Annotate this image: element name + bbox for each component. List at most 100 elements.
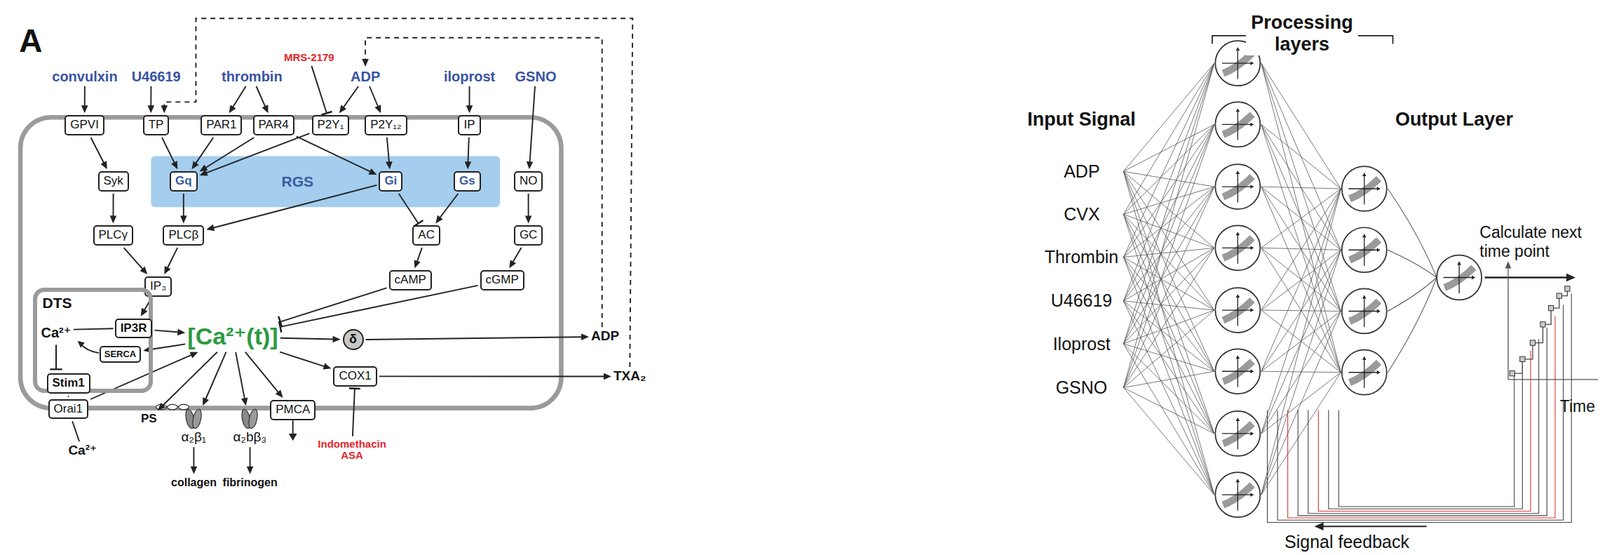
arrow-head (466, 105, 474, 113)
node-text: cAMP (394, 272, 427, 287)
connector (68, 395, 70, 397)
stroke (1237, 171, 1239, 203)
arrow-head (147, 105, 155, 113)
connector (166, 247, 178, 269)
connector (84, 86, 86, 107)
neuron-icon (1215, 164, 1260, 209)
connector (205, 351, 227, 400)
stroke (1387, 277, 1437, 373)
connector (512, 247, 522, 263)
node-text: PLCγ (98, 227, 129, 242)
output-note: Calculate next time point (1479, 222, 1596, 261)
connector (150, 86, 152, 107)
protein-box: Stim1 (46, 373, 91, 394)
stroke (1261, 186, 1342, 373)
node-text: Gq (175, 173, 193, 188)
stroke (1123, 63, 1215, 257)
connector (379, 375, 606, 377)
ligand-label: GSNO (515, 68, 557, 85)
stroke (1556, 293, 1562, 298)
arrow-head (525, 215, 533, 223)
stroke (1123, 124, 1215, 257)
node-text: Ca²⁺ (68, 442, 97, 458)
node-text: SERCA (104, 348, 137, 359)
ligand-label: thrombin (221, 68, 283, 85)
arrow-head (526, 161, 534, 169)
stroke (1261, 63, 1342, 373)
integrin-symbol (237, 407, 262, 430)
inhibition-bar (349, 387, 361, 390)
connector (256, 86, 266, 108)
connector (112, 193, 115, 217)
connector (352, 388, 355, 437)
output-label: Ca²⁺ (68, 443, 97, 458)
input-name: U46619 (1051, 290, 1113, 311)
node-text: TP (148, 117, 165, 132)
stroke (1123, 63, 1215, 214)
node-text: Gi (384, 173, 397, 188)
protein-box: PAR1 (200, 114, 242, 136)
stroke (1261, 188, 1342, 434)
node-text: PLCβ (168, 227, 199, 242)
inhibition-bar (321, 111, 332, 115)
connector (279, 351, 326, 367)
connector (161, 351, 218, 406)
stroke (1237, 294, 1239, 327)
arrow-head (206, 224, 215, 231)
connector (387, 137, 390, 163)
stroke (1456, 261, 1475, 280)
connector (192, 446, 195, 468)
inhibitor-label: Indomethacin ASA (308, 438, 397, 462)
stroke (1459, 261, 1460, 294)
stroke (1564, 286, 1570, 291)
arrow-head (414, 259, 421, 268)
stroke (1235, 294, 1253, 313)
arrow-head (464, 161, 472, 169)
arrow-head (241, 397, 248, 406)
stroke (1123, 124, 1215, 214)
axis-heading: Input Signal (1027, 108, 1136, 131)
stroke (1261, 188, 1342, 371)
node-text: IP3R (120, 321, 148, 335)
ligand-label: iloprost (443, 68, 496, 85)
stroke (1509, 370, 1515, 376)
stroke (1566, 273, 1576, 282)
stroke (1362, 234, 1380, 252)
arrow-head (77, 340, 85, 348)
stroke (1261, 124, 1342, 189)
protein-box: COX1 (333, 365, 377, 387)
stroke (1237, 355, 1239, 388)
neuron-icon (1215, 348, 1260, 394)
neuron-icon (1341, 288, 1387, 334)
connector (212, 185, 377, 228)
protein-box: P2Y₁₂ (364, 114, 407, 136)
stroke (1123, 171, 1215, 187)
protein-box: cGMP (480, 269, 525, 291)
neuron-icon (1436, 255, 1482, 301)
protein-box: Gi (378, 171, 403, 192)
connector (232, 86, 247, 108)
neuron-icon (1215, 225, 1260, 270)
pmca-efflux-arrow (292, 419, 294, 435)
node-text: fibrinogen (222, 476, 278, 488)
inhibition-bar (279, 321, 282, 333)
node-text: MRS-2179 (283, 51, 335, 64)
stroke (1261, 63, 1342, 250)
ligand-label: convulxin (51, 68, 118, 85)
neuron-icon (1341, 166, 1387, 212)
inhibition-bar (49, 368, 62, 370)
stroke (1520, 356, 1525, 362)
node-text: Gs (459, 173, 476, 188)
stroke (1123, 309, 1215, 388)
arrow-head (157, 402, 166, 411)
stroke (1277, 304, 1564, 520)
protein-box: P2Y₁ (312, 114, 350, 136)
node-text: U46619 (131, 68, 181, 85)
arrow-head (581, 333, 589, 341)
connector (280, 337, 335, 340)
stroke (1237, 417, 1239, 450)
arrow-head (246, 466, 254, 474)
node-text: PMCA (275, 402, 310, 416)
stroke (1362, 173, 1380, 191)
stroke (1123, 124, 1215, 344)
